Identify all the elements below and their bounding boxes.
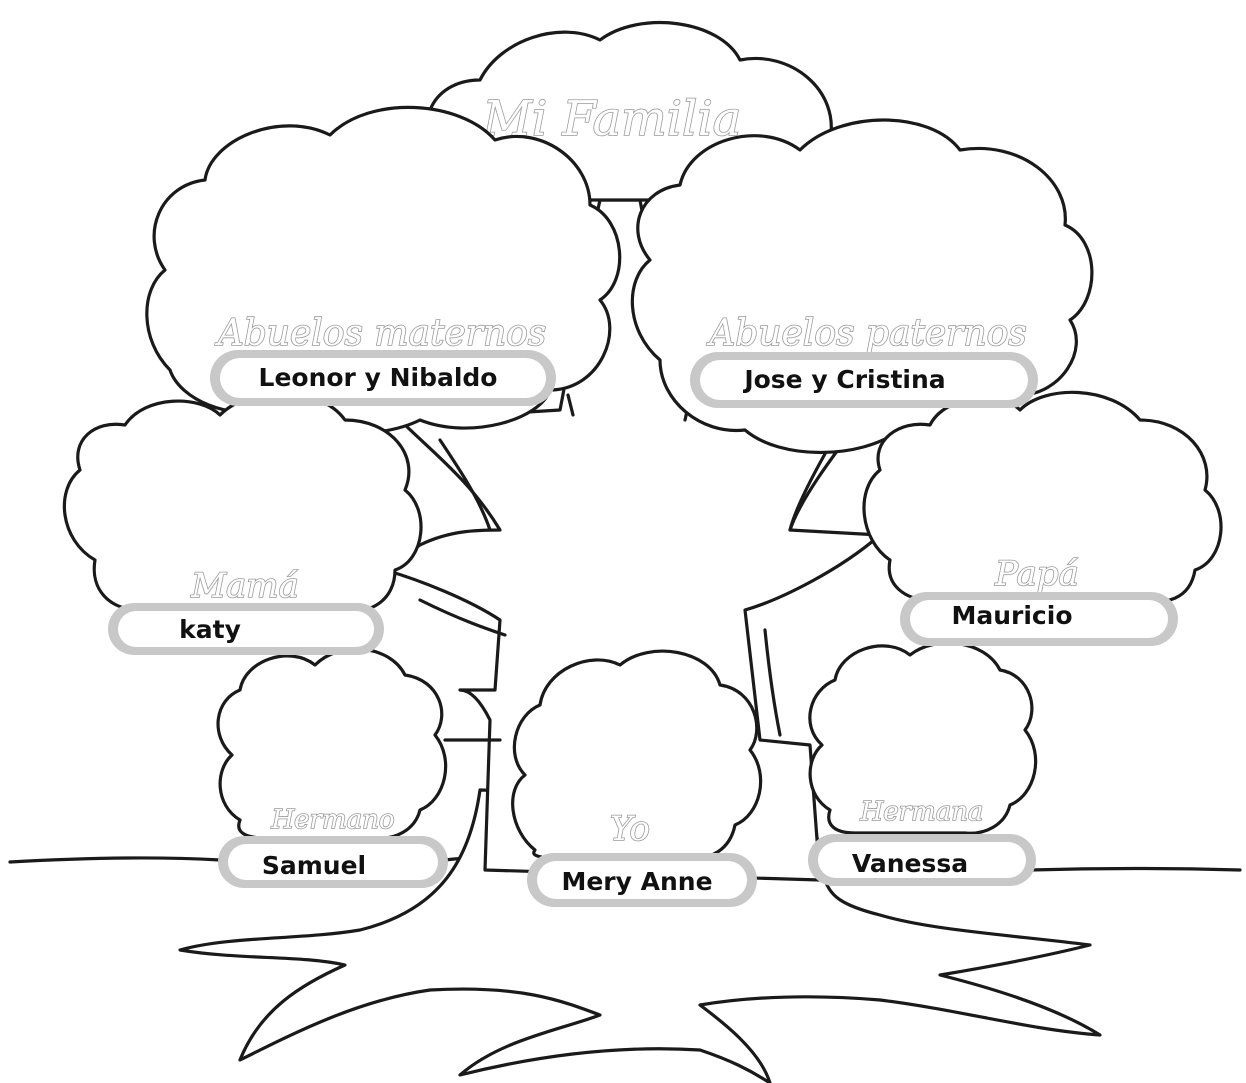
- cloud-sister-shape: [808, 641, 1038, 835]
- name-sister: Vanessa: [852, 849, 968, 878]
- label-brother: Hermano: [270, 805, 394, 835]
- trunk-branch-right-mid: [763, 628, 782, 737]
- name-self: Mery Anne: [561, 867, 712, 896]
- name-pill-sister[interactable]: Vanessa: [808, 834, 1036, 886]
- cloud-father: [862, 390, 1223, 604]
- trunk-branch-center-left: [566, 393, 575, 417]
- name-brother: Samuel: [262, 851, 366, 880]
- name-pill-self[interactable]: Mery Anne: [527, 853, 757, 907]
- tree-roots: [178, 788, 1102, 1083]
- cloud-self: [511, 649, 763, 860]
- ground-line-left: [8, 856, 222, 864]
- title-label: Mi Familia: [482, 91, 742, 147]
- cloud-brother: [216, 647, 448, 840]
- label-mother: Mamá: [190, 566, 299, 606]
- name-pill-maternal-grandparents[interactable]: Leonor y Nibaldo: [210, 350, 556, 406]
- name-pill-brother[interactable]: Samuel: [218, 836, 448, 888]
- trunk-branch-left-upper: [438, 438, 492, 532]
- label-father: Papá: [994, 554, 1079, 594]
- name-pill-father[interactable]: Mauricio: [900, 592, 1178, 646]
- name-paternal-grandparents: Jose y Cristina: [742, 365, 945, 394]
- name-mother: katy: [179, 615, 241, 644]
- cloud-brother-shape: [216, 647, 448, 840]
- name-maternal-grandparents: Leonor y Nibaldo: [259, 363, 498, 392]
- ground-and-roots: [8, 788, 1242, 1083]
- cloud-father-shape: [862, 390, 1223, 604]
- name-father: Mauricio: [951, 601, 1072, 630]
- name-pill-mother[interactable]: katy: [108, 603, 384, 655]
- label-self: Yo: [610, 809, 650, 849]
- trunk-branch-left-mid: [418, 598, 507, 637]
- label-sister: Hermana: [860, 797, 984, 827]
- label-maternal-grandparents: Abuelos maternos: [215, 313, 547, 354]
- label-paternal-grandparents: Abuelos paternos: [706, 313, 1026, 354]
- name-pill-paternal-grandparents[interactable]: Jose y Cristina: [690, 352, 1038, 408]
- ground-line-right: [1028, 866, 1242, 872]
- cloud-self-shape: [511, 649, 763, 860]
- cloud-sister: [808, 641, 1038, 835]
- trunk-branch-right-upper: [788, 443, 832, 532]
